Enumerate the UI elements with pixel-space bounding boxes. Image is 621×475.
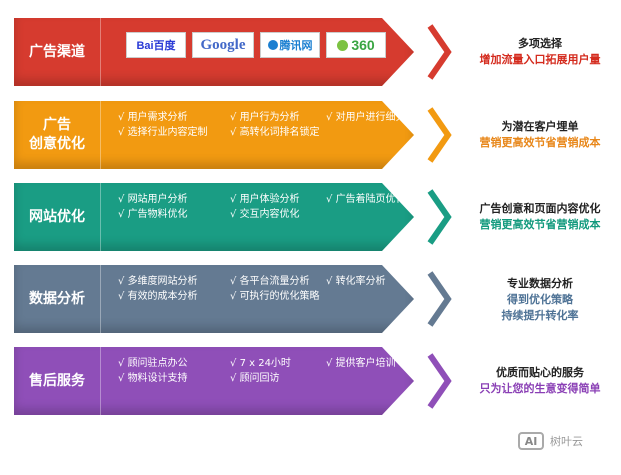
row-data-analysis: 数据分析 多维度网站分析 各平台流量分析 转化率分析 有效的成本分析 可执行的优…: [14, 265, 414, 333]
caption-line: 优质而贴心的服务: [496, 366, 584, 379]
list-item: 用户需求分析: [118, 111, 230, 124]
list-item: 选择行业内容定制: [118, 126, 230, 139]
caption-line: 专业数据分析: [507, 277, 573, 290]
list-item: 高转化词排名锁定: [230, 126, 326, 139]
chevron-right-icon: [427, 271, 452, 327]
row-label: 网站优化: [14, 183, 101, 251]
tencent-logo-text: 腾讯网: [279, 40, 313, 52]
watermark-badge: AI: [518, 432, 544, 450]
caption-line: 多项选择: [518, 37, 562, 50]
logo-360: 360: [326, 32, 386, 58]
caption-line: 只为让您的生意变得简单: [479, 382, 601, 395]
list-item: 用户体验分析: [230, 193, 326, 206]
caption-line: 营销更高效节省营销成本: [479, 218, 601, 231]
logo-360-text: 360: [351, 37, 375, 53]
list-item: 顾问回访: [230, 372, 326, 385]
google-logo-text: Google: [200, 36, 246, 53]
caption-ad-channels: 多项选择 增加流量入口拓展用户量: [462, 36, 618, 68]
list-item: 广告物料优化: [118, 208, 230, 221]
row-ad-channels: 广告渠道 Bai百度 Google 腾讯网 360: [14, 18, 414, 86]
list-item: 网站用户分析: [118, 193, 230, 206]
chevron-right-icon: [427, 107, 452, 163]
caption-line: 广告创意和页面内容优化: [479, 202, 601, 215]
watermark: AI 树叶云: [518, 432, 583, 450]
list-item: 各平台流量分析: [230, 275, 326, 288]
row-label: 售后服务: [14, 347, 101, 415]
list-item: 物料设计支持: [118, 372, 230, 385]
list-item: 可执行的优化策略: [230, 290, 326, 303]
watermark-text: 树叶云: [550, 435, 583, 448]
row-label-line: 网站优化: [29, 208, 85, 225]
row-creative-optimization: 广告 创意优化 用户需求分析 用户行为分析 对用户进行细分 选择行业内容定制 高…: [14, 101, 414, 169]
row-label-line: 广告渠道: [29, 43, 85, 60]
row-label: 广告渠道: [14, 18, 101, 86]
caption-after-sales: 优质而贴心的服务 只为让您的生意变得简单: [462, 365, 618, 397]
row-label: 广告 创意优化: [14, 101, 101, 169]
caption-line: 持续提升转化率: [501, 309, 579, 322]
caption-line: 为潜在客户埋单: [501, 120, 579, 133]
row-after-sales: 售后服务 顾问驻点办公 7 x 24小时 提供客户培训 物料设计支持 顾问回访: [14, 347, 414, 415]
baidu-logo-text: Bai百度: [136, 40, 176, 52]
list-item: 转化率分析: [326, 275, 416, 288]
item-list: 用户需求分析 用户行为分析 对用户进行细分 选择行业内容定制 高转化词排名锁定: [118, 111, 418, 139]
item-list: 网站用户分析 用户体验分析 广告着陆页优化 广告物料优化 交互内容优化: [118, 193, 418, 221]
list-item: 7 x 24小时: [230, 357, 326, 370]
list-item: 多维度网站分析: [118, 275, 230, 288]
row-label-line: 广告: [43, 117, 71, 133]
caption-line: 得到优化策略: [507, 293, 573, 306]
list-item: 顾问驻点办公: [118, 357, 230, 370]
list-item: 有效的成本分析: [118, 290, 230, 303]
row-label-line: 数据分析: [29, 290, 85, 307]
row-label-line: 售后服务: [29, 372, 85, 389]
item-list: 多维度网站分析 各平台流量分析 转化率分析 有效的成本分析 可执行的优化策略: [118, 275, 418, 303]
caption-line: 营销更高效节省营销成本: [479, 136, 601, 149]
item-list: 顾问驻点办公 7 x 24小时 提供客户培训 物料设计支持 顾问回访: [118, 357, 418, 385]
chevron-right-icon: [427, 189, 452, 245]
list-item: 广告着陆页优化: [326, 193, 416, 206]
chevron-right-icon: [427, 24, 452, 80]
list-item: 提供客户培训: [326, 357, 416, 370]
list-item: 交互内容优化: [230, 208, 326, 221]
caption-creative-optimization: 为潜在客户埋单 营销更高效节省营销成本: [462, 119, 618, 151]
search-engine-logos: Bai百度 Google 腾讯网 360: [126, 32, 386, 58]
row-label-line: 创意优化: [29, 136, 85, 152]
caption-data-analysis: 专业数据分析 得到优化策略 持续提升转化率: [462, 276, 618, 324]
chevron-right-icon: [427, 353, 452, 409]
tencent-icon: [267, 40, 278, 50]
caption-line: 增加流量入口拓展用户量: [479, 53, 601, 66]
google-logo: Google: [192, 32, 254, 58]
baidu-logo: Bai百度: [126, 32, 186, 58]
list-item: 对用户进行细分: [326, 111, 416, 124]
caption-website-optimization: 广告创意和页面内容优化 营销更高效节省营销成本: [462, 201, 618, 233]
row-label: 数据分析: [14, 265, 101, 333]
list-item: 用户行为分析: [230, 111, 326, 124]
row-website-optimization: 网站优化 网站用户分析 用户体验分析 广告着陆页优化 广告物料优化 交互内容优化: [14, 183, 414, 251]
tencent-logo: 腾讯网: [260, 32, 320, 58]
360-icon: [337, 39, 349, 51]
